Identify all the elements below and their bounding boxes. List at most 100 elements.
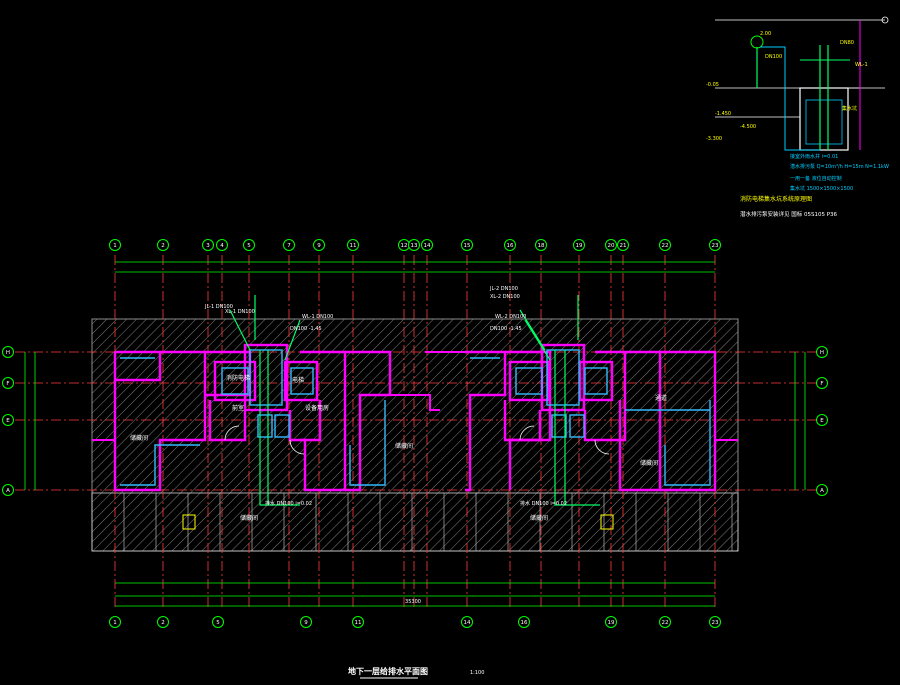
axis-bubble-label: A bbox=[820, 488, 824, 494]
core-details bbox=[92, 351, 738, 441]
detail-label: 集水坑 bbox=[842, 105, 857, 112]
axis-bubble: 15 bbox=[461, 239, 473, 251]
axis-bubble: 12 bbox=[398, 239, 410, 251]
detail-title: 消防电梯集水坑系统原理图 bbox=[740, 195, 812, 203]
building-slab bbox=[91, 318, 739, 552]
axis-bubble: 16 bbox=[518, 616, 530, 628]
room-label: 通道 bbox=[655, 394, 667, 402]
axis-bubble-label: 7 bbox=[287, 243, 291, 249]
wall-inner-left bbox=[120, 349, 386, 486]
axis-bubble: 19 bbox=[573, 239, 585, 251]
room-label: 储藏间 bbox=[130, 434, 148, 442]
axis-bubble-label: 2 bbox=[161, 243, 165, 249]
vertical-axis-lines bbox=[114, 255, 716, 610]
axis-bubble: E bbox=[816, 414, 828, 426]
axis-bubble: 11 bbox=[352, 616, 364, 628]
axis-bubble-label: 12 bbox=[401, 243, 408, 249]
axis-bubble-label: 14 bbox=[424, 243, 431, 249]
wall-outline-left bbox=[113, 343, 392, 492]
axis-bubble-label: 23 bbox=[712, 243, 719, 249]
detail-subtitle: 潜水排污泵安装详见 国标 05S105 P36 bbox=[740, 210, 838, 218]
detail-annotation: 一用一备 液位自动控制 bbox=[790, 175, 842, 182]
axis-bubble-label: 11 bbox=[350, 243, 357, 249]
axis-bubble-label: 11 bbox=[355, 620, 362, 626]
pipe-note: 排水 DN100 i=0.02 bbox=[265, 500, 312, 507]
axis-bubble-label: 18 bbox=[538, 243, 545, 249]
axis-bubble-label: 15 bbox=[464, 243, 471, 249]
pipe-note: WL-1 DN100 bbox=[302, 314, 333, 320]
storage-cell-dividers bbox=[91, 493, 733, 551]
axis-bubble: 11 bbox=[347, 239, 359, 251]
wall-outline-right bbox=[465, 343, 717, 492]
detail-label: -1.450 bbox=[715, 111, 731, 117]
axis-bubble: 4 bbox=[216, 239, 228, 251]
axis-bubble: E bbox=[2, 414, 14, 426]
drawing-title: 地下一层给排水平面图 bbox=[348, 666, 428, 676]
axis-bubble-label: 2 bbox=[161, 620, 165, 626]
axis-bubble-label: 13 bbox=[411, 243, 418, 249]
drainage-pipes bbox=[229, 295, 600, 506]
door-swings bbox=[224, 425, 610, 455]
floor-plan bbox=[15, 255, 820, 610]
axis-bubble-label: 9 bbox=[317, 243, 321, 249]
axis-bubble: H bbox=[816, 346, 828, 358]
axis-bubble-label: A bbox=[6, 488, 10, 494]
detail-label: WL-1 bbox=[855, 62, 868, 68]
axis-bubble: F bbox=[2, 377, 14, 389]
overall-dimension: 35300 bbox=[405, 599, 421, 605]
sump-detail-diagram: -0.05-1.450-3.300-4.500DN100DN80WL-1集水坑2… bbox=[706, 16, 889, 218]
room-label: 前室 bbox=[232, 404, 244, 412]
axis-bubble: F bbox=[816, 377, 828, 389]
parking-symbols bbox=[182, 514, 614, 530]
pipe-note: JL-1 DN100 bbox=[204, 304, 233, 310]
axis-bubble-label: 22 bbox=[662, 620, 669, 626]
axis-bubble: 2 bbox=[157, 616, 169, 628]
detail-label: 2.00 bbox=[760, 31, 771, 37]
axis-bubble: 18 bbox=[535, 239, 547, 251]
axis-bubble-label: 20 bbox=[608, 243, 615, 249]
axis-bubble-label: E bbox=[820, 418, 824, 424]
axis-bubble: 7 bbox=[283, 239, 295, 251]
pipe-note: XL-2 DN100 bbox=[490, 294, 520, 300]
axis-bubble-label: 1 bbox=[113, 243, 117, 249]
axis-bubble: 5 bbox=[212, 616, 224, 628]
dimension-lines bbox=[24, 261, 806, 607]
axis-bubble-label: H bbox=[6, 350, 10, 356]
room-label: 消防电梯 bbox=[226, 374, 250, 382]
axis-bubble-label: 3 bbox=[206, 243, 210, 249]
drawing-scale: 1:100 bbox=[470, 670, 484, 676]
axis-bubble-label: 16 bbox=[521, 620, 528, 626]
axis-bubble-label: 19 bbox=[576, 243, 583, 249]
axis-bubble-label: 14 bbox=[464, 620, 471, 626]
axis-bubble-label: 9 bbox=[304, 620, 308, 626]
axis-bubble: 16 bbox=[504, 239, 516, 251]
room-label: 储藏间 bbox=[530, 514, 548, 522]
axis-bubble: 1 bbox=[109, 616, 121, 628]
axis-bubble: 14 bbox=[461, 616, 473, 628]
room-label: 储藏间 bbox=[640, 459, 658, 467]
detail-label: -0.05 bbox=[706, 82, 719, 88]
axis-bubble: H bbox=[2, 346, 14, 358]
axis-bubble: 9 bbox=[313, 239, 325, 251]
axis-bubble: 23 bbox=[709, 239, 721, 251]
axis-bubble-label: 23 bbox=[712, 620, 719, 626]
detail-annotation: 集水坑 1500×1500×1500 bbox=[790, 185, 853, 192]
pipe-note: DN100 -1.45 bbox=[290, 326, 322, 332]
axis-bubble: 5 bbox=[243, 239, 255, 251]
axis-bubble: 9 bbox=[300, 616, 312, 628]
room-label: 设备用房 bbox=[305, 404, 329, 412]
axis-bubble-label: 21 bbox=[620, 243, 627, 249]
axis-bubble: 23 bbox=[709, 616, 721, 628]
wall-inner-right bbox=[470, 349, 711, 486]
axis-bubble: 1 bbox=[109, 239, 121, 251]
axis-bubble: A bbox=[2, 484, 14, 496]
axis-bubble-label: H bbox=[820, 350, 824, 356]
pipe-note: 排水 DN100 i=0.02 bbox=[520, 500, 567, 507]
axis-bubble-label: F bbox=[820, 381, 823, 387]
detail-label: DN80 bbox=[840, 40, 854, 46]
detail-label: -3.300 bbox=[706, 136, 722, 142]
axis-bubble: 2 bbox=[157, 239, 169, 251]
